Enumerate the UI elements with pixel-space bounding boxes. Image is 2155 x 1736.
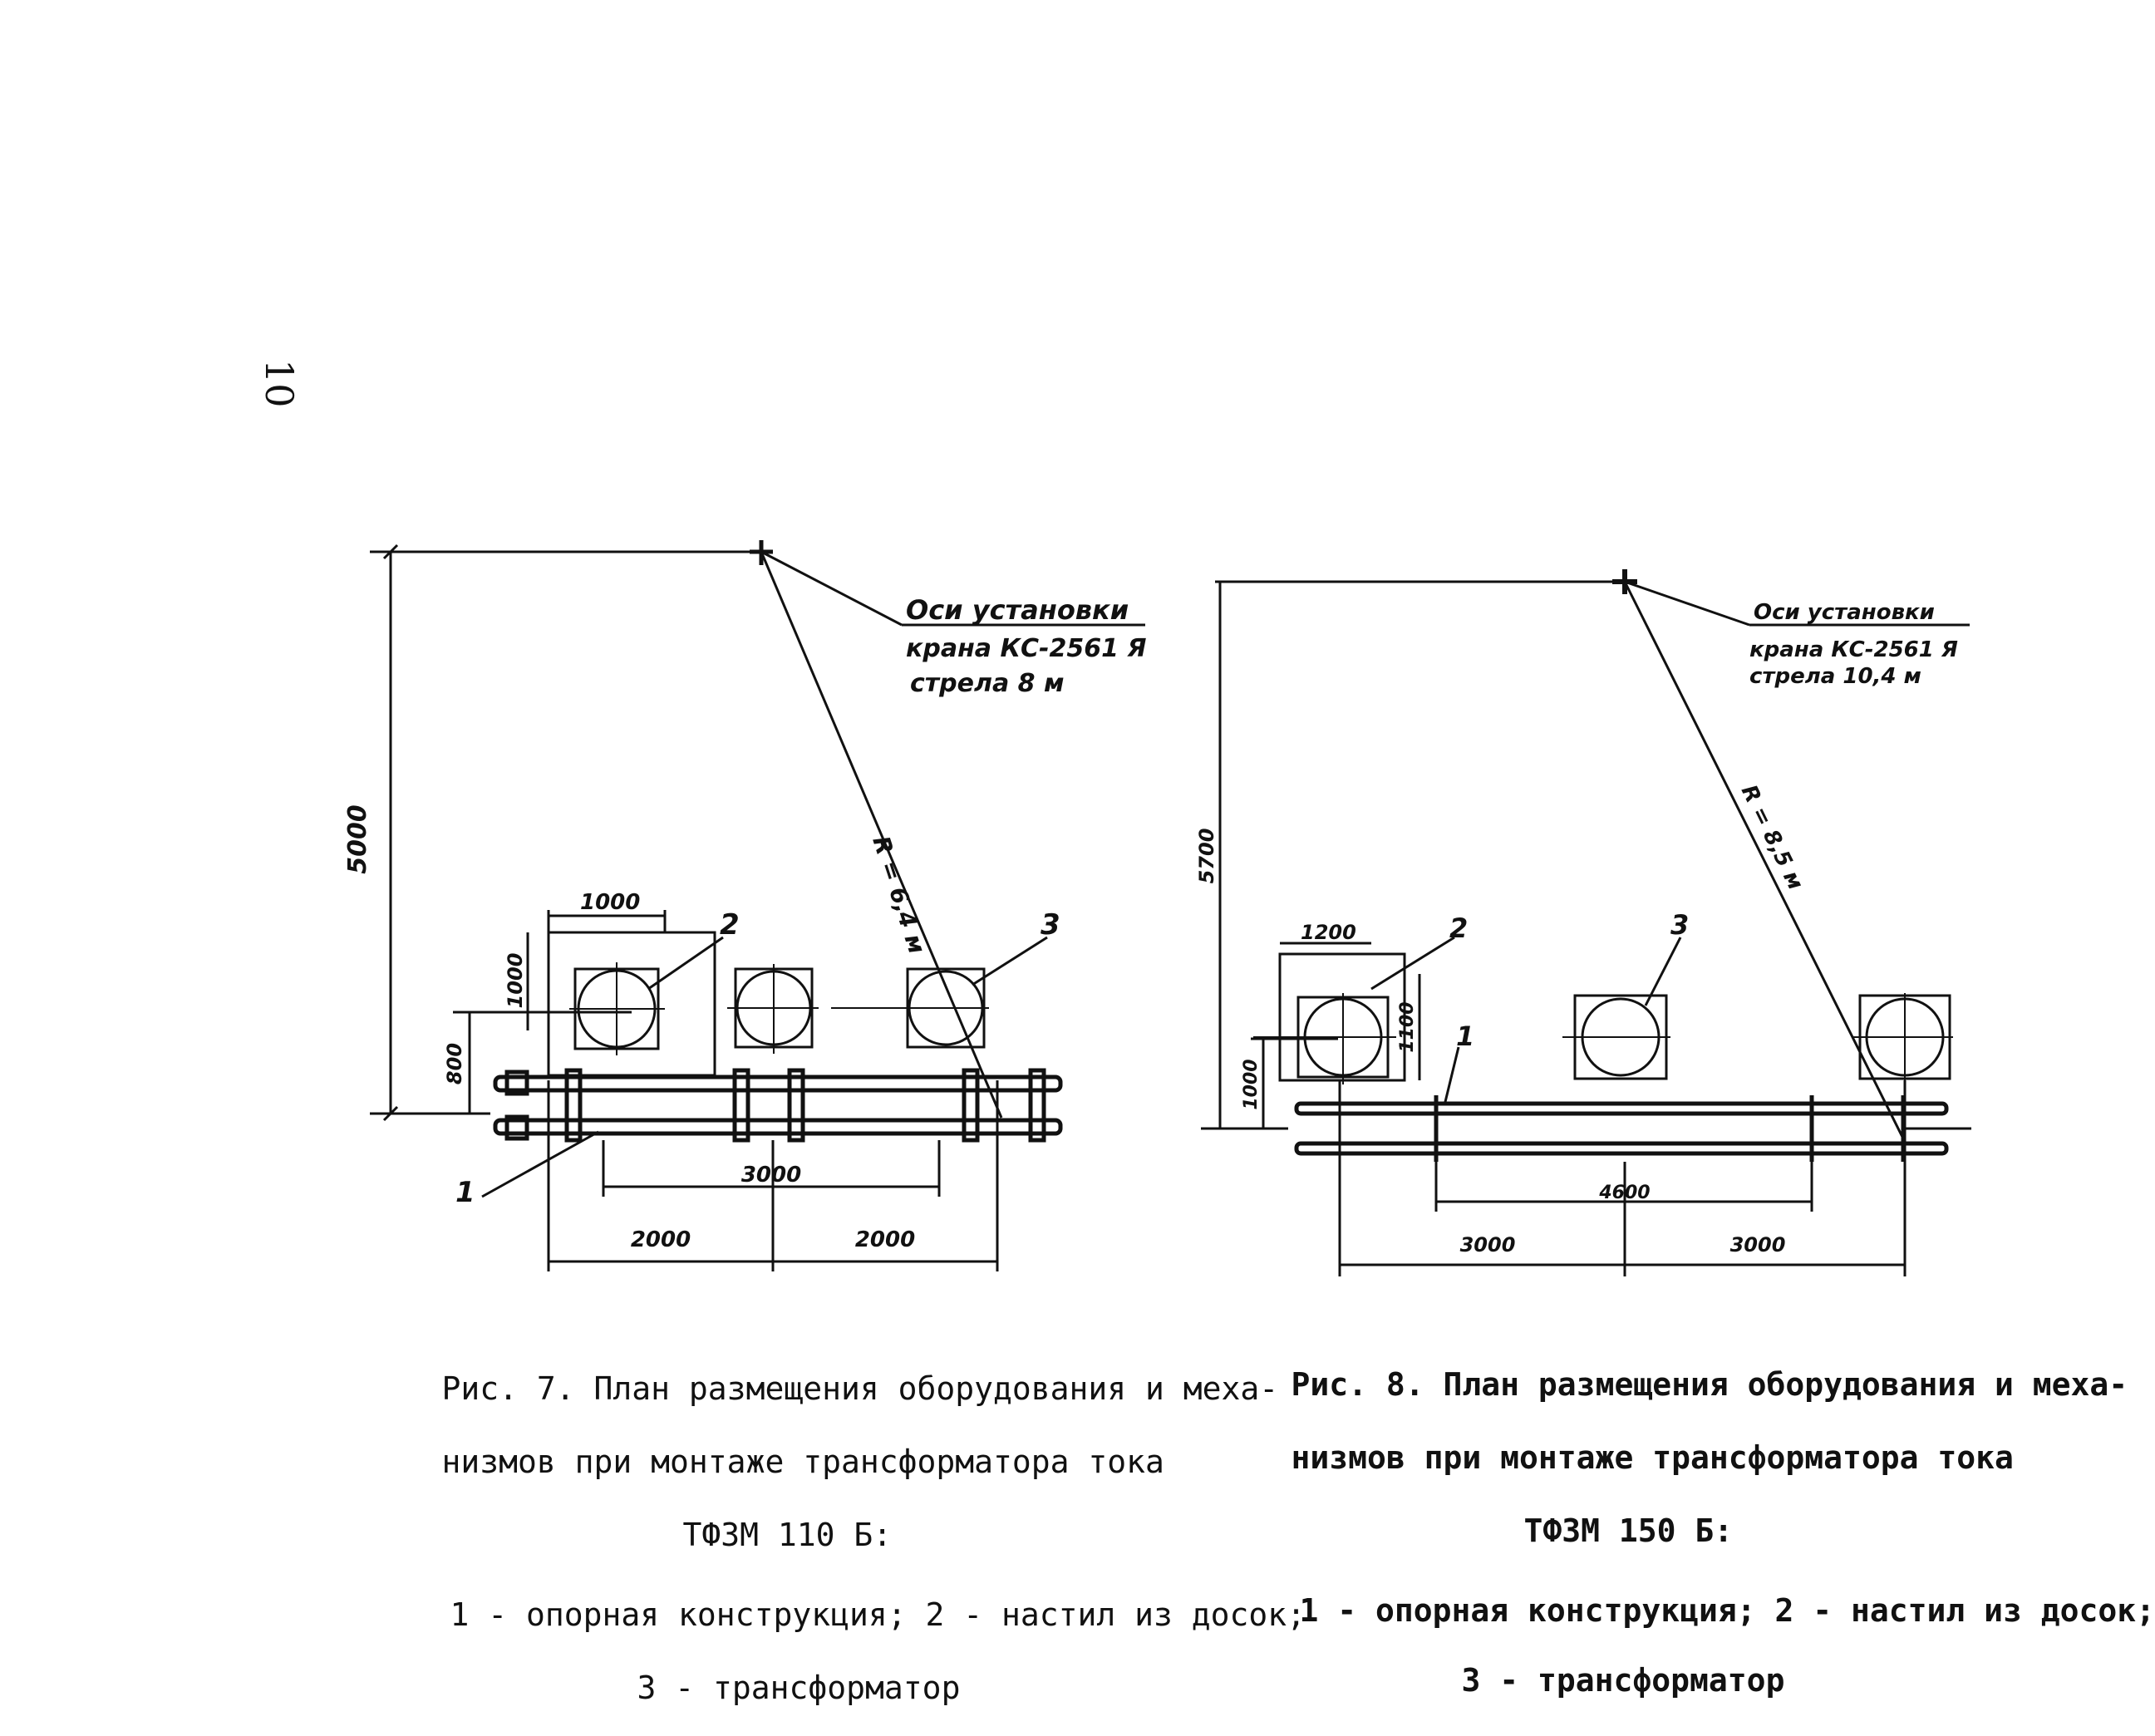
fig8-dim-platform-width: 1200 bbox=[1301, 921, 1356, 944]
fig8-caption-line3: ТФЗМ 150 Б: bbox=[1523, 1512, 1734, 1549]
fig7-caption-line3: ТФЗМ 110 Б: bbox=[682, 1517, 893, 1553]
transformer-left bbox=[569, 962, 665, 1055]
fig8-dim-platform-height: 1100 bbox=[1397, 1001, 1418, 1052]
fig7-callout-3: 3 bbox=[1041, 908, 1060, 942]
transformer-center bbox=[727, 964, 819, 1054]
fig8-dim-left: 3000 bbox=[1460, 1233, 1516, 1257]
fig8-caption-line1: Рис. 8. План размещения оборудования и м… bbox=[1291, 1366, 2128, 1403]
fig8-caption-line4: 1 - опорная конструкция; 2 - настил из д… bbox=[1299, 1592, 2155, 1629]
fig7-crane-note-3: стрела 8 м bbox=[910, 669, 1065, 698]
transformer-right-8 bbox=[1853, 993, 1953, 1084]
fig7-caption-line4: 1 - опорная конструкция; 2 - настил из д… bbox=[450, 1596, 1306, 1633]
transformer-left-8 bbox=[1253, 993, 1396, 1084]
transformer-right bbox=[831, 967, 989, 1049]
support-structure bbox=[493, 1068, 1063, 1143]
fig7-caption-line1: Рис. 7. План размещения оборудования и м… bbox=[441, 1370, 1279, 1407]
fig8-dim-vertical: 5700 bbox=[1195, 829, 1218, 884]
figure-7-caption: Рис. 7. План размещения оборудования и м… bbox=[366, 1334, 1306, 1736]
figure-8-drawing bbox=[1201, 569, 1971, 1276]
document-page: 10 bbox=[257, 359, 2155, 1706]
fig7-crane-note-2: крана КС-2561 Я bbox=[906, 634, 1147, 663]
fig7-crane-note-1: Оси установки bbox=[906, 594, 1129, 626]
fig8-callout-2: 2 bbox=[1449, 912, 1468, 944]
fig7-dim-spacing: 3000 bbox=[741, 1163, 801, 1188]
fig7-callout-1: 1 bbox=[455, 1176, 475, 1209]
fig7-dim-platform-height: 1000 bbox=[504, 953, 527, 1009]
fig8-crane-note-1: Оси установки bbox=[1754, 600, 1935, 625]
fig7-dim-left: 2000 bbox=[631, 1227, 691, 1252]
board-deck bbox=[547, 931, 716, 1077]
fig7-caption-line5: 3 - трансформатор bbox=[637, 1670, 961, 1706]
fig8-crane-note-2: крана КС-2561 Я bbox=[1749, 637, 1958, 662]
fig8-crane-note-3: стрела 10,4 м bbox=[1749, 664, 1921, 689]
figure-8-caption: Рис. 8. План размещения оборудования и м… bbox=[1215, 1330, 2155, 1732]
fig8-caption-line5: 3 - трансформатор bbox=[1461, 1662, 1785, 1699]
fig7-caption-line2: низмов при монтаже трансформатора тока bbox=[441, 1443, 1164, 1480]
fig7-radius-label: R = 6,4 м bbox=[867, 833, 931, 957]
figure-8-note: Оси установки крана КС-2561 Я стрела 10,… bbox=[1749, 600, 1958, 689]
fig8-dim-spacing: 4600 bbox=[1598, 1183, 1650, 1203]
transformer-center-8 bbox=[1562, 994, 1670, 1080]
drawings: Оси установки крана КС-2561 Я стрела 8 м… bbox=[343, 540, 1971, 1276]
fig8-caption-line2: низмов при монтаже трансформатора тока bbox=[1291, 1439, 2014, 1476]
fig8-dim-right: 3000 bbox=[1730, 1233, 1786, 1257]
fig7-callout-2: 2 bbox=[720, 908, 740, 942]
fig8-callout-1: 1 bbox=[1456, 1020, 1474, 1052]
fig7-dim-vertical: 5000 bbox=[343, 804, 372, 874]
fig8-callout-3: 3 bbox=[1670, 909, 1689, 941]
figure-7-note: Оси установки крана КС-2561 Я стрела 8 м bbox=[906, 594, 1147, 698]
fig7-dim-right: 2000 bbox=[855, 1227, 915, 1252]
fig7-dim-platform-width: 1000 bbox=[580, 890, 640, 915]
figure-7-drawing bbox=[370, 540, 1145, 1271]
support-structure-8 bbox=[1294, 1095, 1949, 1162]
fig7-dim-offset: 800 bbox=[443, 1043, 466, 1084]
fig8-dim-offset: 1000 bbox=[1241, 1059, 1262, 1109]
